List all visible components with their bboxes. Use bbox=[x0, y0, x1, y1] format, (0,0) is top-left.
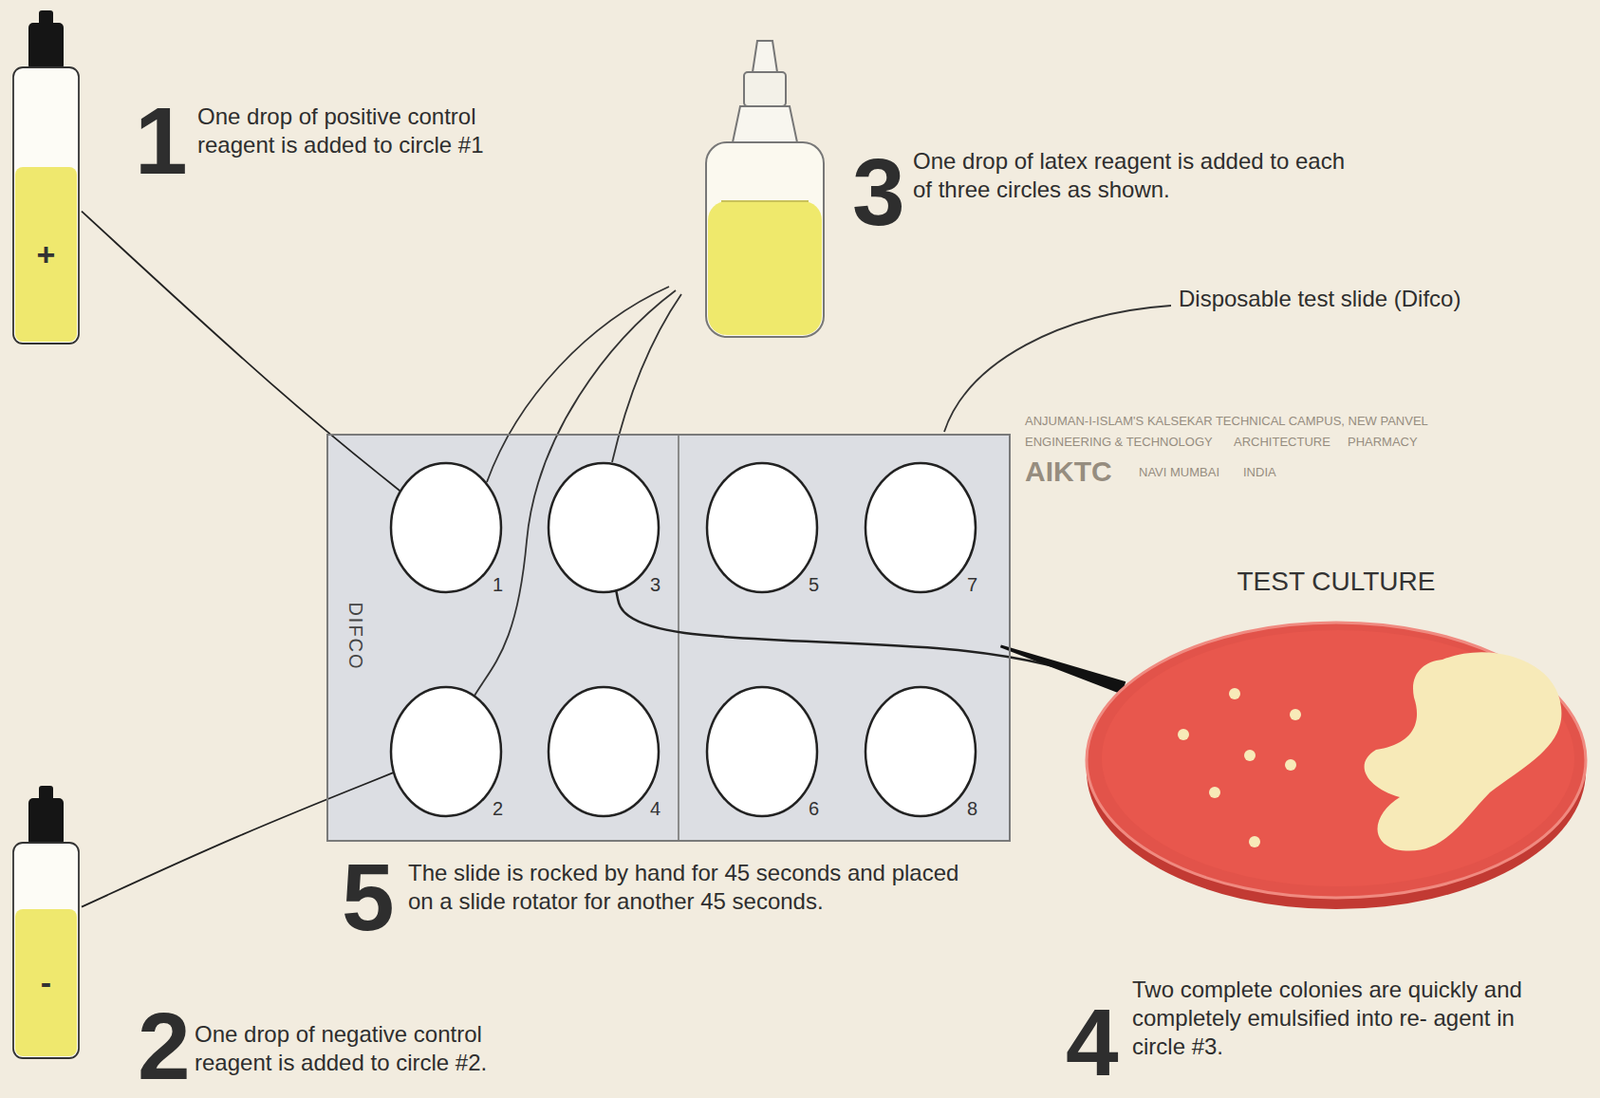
bottle-body bbox=[13, 842, 79, 1059]
colony bbox=[1284, 759, 1297, 771]
watermark: ANJUMAN-I-ISLAM'S KALSEKAR TECHNICAL CAM… bbox=[1024, 413, 1429, 429]
circle-number: 2 bbox=[492, 798, 503, 820]
circle-outline bbox=[700, 456, 824, 599]
dish-rim bbox=[1086, 622, 1586, 898]
leader-line bbox=[944, 305, 1172, 432]
watermark: INDIA bbox=[1243, 465, 1277, 481]
bottle-outline bbox=[10, 785, 82, 1061]
reaction-circle: 2 bbox=[384, 680, 508, 823]
circle-outline bbox=[541, 680, 666, 823]
slide-brand: DIFCO bbox=[344, 601, 367, 670]
circle-outline bbox=[541, 456, 666, 599]
reaction-circle-outline bbox=[390, 687, 502, 817]
applicator-stick bbox=[1000, 644, 1126, 694]
bottle-cap bbox=[28, 798, 64, 846]
step-number: 3 bbox=[852, 144, 906, 240]
latex-reagent-bottle bbox=[706, 40, 824, 337]
watermark: AIKTC bbox=[1024, 453, 1113, 490]
circle-outline bbox=[384, 456, 508, 599]
circle-number: 1 bbox=[492, 574, 503, 596]
latex-reagent-liquid bbox=[707, 201, 822, 335]
test-slide: 1 3 5 7 2 4 6 8 DIFCO bbox=[326, 433, 1011, 842]
bottle-neck bbox=[732, 106, 798, 143]
applicator-line bbox=[615, 590, 1124, 689]
colony bbox=[1177, 728, 1190, 741]
bottle-cap bbox=[28, 22, 64, 71]
reaction-circle: 3 bbox=[541, 456, 666, 599]
watermark: ENGINEERING & TECHNOLOGY bbox=[1024, 434, 1213, 450]
circle-number: 5 bbox=[808, 574, 819, 596]
reaction-circle-outline bbox=[390, 463, 502, 593]
dropper-tip bbox=[752, 40, 778, 73]
slide-divider bbox=[677, 435, 680, 840]
dropper-line bbox=[81, 211, 401, 492]
watermark: ARCHITECTURE bbox=[1233, 434, 1331, 450]
petri-dish: TEST CULTURE bbox=[1081, 555, 1600, 916]
bottle-sign: + bbox=[10, 236, 82, 274]
bottle-body bbox=[13, 67, 79, 344]
circle-outline bbox=[858, 456, 983, 599]
bottle-cap bbox=[744, 72, 786, 107]
step-text: The slide is rocked by hand for 45 secon… bbox=[408, 858, 978, 916]
circle-outline bbox=[858, 680, 983, 823]
reaction-circle: 6 bbox=[700, 680, 824, 823]
reaction-circle-outline bbox=[548, 463, 659, 593]
bottle-outline bbox=[13, 67, 79, 344]
watermark: PHARMACY bbox=[1347, 434, 1418, 450]
reaction-circle: 1 bbox=[384, 456, 508, 599]
reaction-circle: 7 bbox=[858, 456, 983, 599]
colony bbox=[1209, 786, 1221, 799]
reaction-circle-outline bbox=[706, 687, 818, 817]
colony-growth bbox=[1364, 651, 1563, 851]
reaction-circle: 8 bbox=[858, 680, 983, 823]
watermark: NAVI MUMBAI bbox=[1138, 465, 1220, 481]
reaction-circle: 5 bbox=[700, 456, 824, 599]
leader-line bbox=[486, 286, 670, 483]
part-label: Disposable test slide (Difco) bbox=[1178, 284, 1461, 314]
reaction-circle-outline bbox=[865, 463, 976, 593]
bottle-outline bbox=[10, 10, 82, 347]
step-number: 1 bbox=[134, 93, 188, 188]
reaction-circle-outline bbox=[865, 687, 976, 817]
bottle-outline bbox=[706, 142, 824, 337]
latex-leader-lines bbox=[474, 286, 682, 696]
test-slide-ground bbox=[326, 433, 1011, 842]
positive-control-bottle: + bbox=[10, 10, 82, 347]
colony bbox=[1244, 749, 1256, 762]
circle-outline bbox=[700, 680, 824, 823]
bottle-outline bbox=[13, 842, 79, 1059]
culture-label: TEST CULTURE bbox=[1081, 566, 1591, 597]
circle-number: 8 bbox=[967, 798, 978, 820]
reaction-circle: 4 bbox=[541, 680, 666, 823]
negative-control-bottle: - bbox=[10, 785, 82, 1061]
bottle-sign: - bbox=[10, 964, 82, 1002]
step-text: One drop of positive control reagent is … bbox=[197, 102, 549, 160]
agar-surface bbox=[1101, 630, 1575, 887]
colony bbox=[1228, 688, 1241, 700]
step-text: One drop of latex reagent is added to ea… bbox=[912, 147, 1359, 205]
bottle-body bbox=[706, 142, 824, 337]
circle-number: 4 bbox=[650, 798, 661, 820]
colony bbox=[1289, 708, 1302, 721]
circle-number: 3 bbox=[650, 574, 661, 596]
liquid-surface bbox=[721, 200, 809, 203]
dish-outline bbox=[1081, 555, 1591, 916]
leader-line bbox=[474, 290, 676, 696]
step-number: 2 bbox=[137, 998, 191, 1094]
reaction-circle-outline bbox=[706, 463, 818, 593]
circle-number: 6 bbox=[808, 798, 819, 820]
circle-number: 7 bbox=[967, 574, 978, 596]
step-text: Two complete colonies are quickly and co… bbox=[1132, 975, 1531, 1061]
step-text: One drop of negative control reagent is … bbox=[194, 1020, 546, 1078]
step-number: 4 bbox=[1065, 994, 1119, 1090]
colony bbox=[1248, 836, 1261, 848]
reaction-circle-outline bbox=[548, 687, 659, 817]
circle-outline bbox=[384, 680, 508, 823]
step-number: 5 bbox=[341, 849, 395, 945]
leader-line bbox=[612, 294, 682, 463]
